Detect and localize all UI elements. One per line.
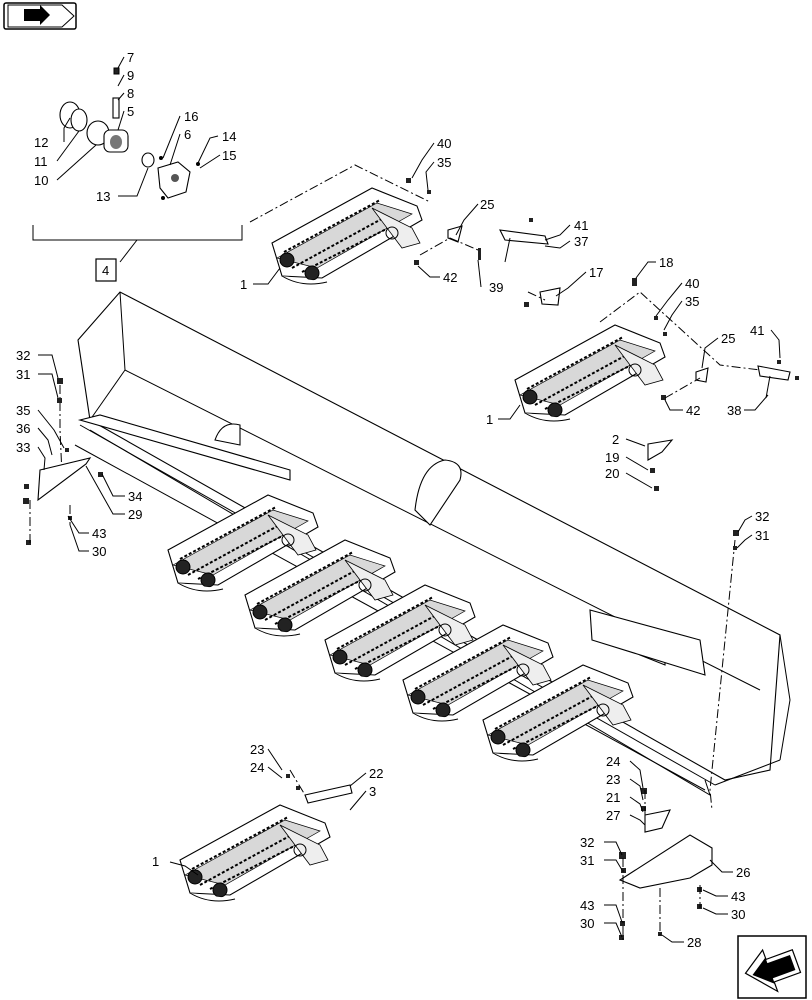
callout-label: 4	[102, 263, 109, 278]
callout-label: 31	[580, 853, 594, 868]
callout-label: 43	[92, 526, 106, 541]
callout-label: 8	[127, 86, 134, 101]
book-arrow-icon[interactable]	[3, 2, 77, 30]
callout-label: 42	[443, 270, 457, 285]
callout-label: 23	[606, 772, 620, 787]
callout-label: 30	[731, 907, 745, 922]
callout-label: 30	[92, 544, 106, 559]
callout-label: 31	[755, 528, 769, 543]
callout-labels: 7 9 8 5 16 6 14 15 12 11 10 13 4 40 35 2…	[16, 50, 769, 950]
callout-label: 40	[685, 276, 699, 291]
callout-label: 43	[580, 898, 594, 913]
callout-label: 7	[127, 50, 134, 65]
bearing-subassembly	[59, 67, 200, 200]
callout-label: 14	[222, 129, 236, 144]
callout-label: 19	[605, 450, 619, 465]
callout-label: 24	[606, 754, 620, 769]
row-unit-bottom	[179, 804, 331, 902]
callout-label: 29	[128, 507, 142, 522]
callout-label: 21	[606, 790, 620, 805]
callout-label: 1	[240, 277, 247, 292]
callout-label: 33	[16, 440, 30, 455]
callout-label: 30	[580, 916, 594, 931]
callout-label: 32	[755, 509, 769, 524]
callout-label: 35	[16, 403, 30, 418]
callout-label: 1	[152, 854, 159, 869]
callout-label: 16	[184, 109, 198, 124]
callout-label: 9	[127, 68, 134, 83]
callout-label: 25	[480, 197, 494, 212]
callout-box-4	[95, 258, 117, 282]
callout-label: 1	[486, 412, 493, 427]
callout-label: 11	[34, 154, 48, 169]
callout-label: 23	[250, 742, 264, 757]
callout-label: 17	[589, 265, 603, 280]
callout-label: 6	[184, 127, 191, 142]
callout-label: 12	[34, 135, 48, 150]
callout-label: 18	[659, 255, 673, 270]
callout-label: 10	[34, 173, 48, 188]
callout-label: 43	[731, 889, 745, 904]
callout-label: 5	[127, 104, 134, 119]
callout-label: 27	[606, 808, 620, 823]
callout-label: 42	[686, 403, 700, 418]
callout-label: 39	[489, 280, 503, 295]
callout-label: 2	[612, 432, 619, 447]
callout-label: 40	[437, 136, 451, 151]
callout-label: 13	[96, 189, 110, 204]
callout-label: 26	[736, 865, 750, 880]
callout-label: 32	[580, 835, 594, 850]
callout-label: 35	[437, 155, 451, 170]
callout-label: 41	[750, 323, 764, 338]
callout-label: 35	[685, 294, 699, 309]
callout-label: 37	[574, 234, 588, 249]
callout-label: 15	[222, 148, 236, 163]
callout-label: 25	[721, 331, 735, 346]
callout-label: 28	[687, 935, 701, 950]
callout-label: 3	[369, 784, 376, 799]
assembly-bracket	[32, 225, 243, 241]
callout-label: 41	[574, 218, 588, 233]
row-unit-right	[514, 324, 666, 422]
arrow-left-icon[interactable]	[737, 935, 807, 1000]
row-unit-top	[271, 187, 423, 285]
callout-label: 24	[250, 760, 264, 775]
callout-label: 36	[16, 421, 30, 436]
callout-label: 32	[16, 348, 30, 363]
callout-label: 20	[605, 466, 619, 481]
callout-label: 34	[128, 489, 142, 504]
brackets	[37, 225, 791, 889]
callout-label: 31	[16, 367, 30, 382]
leader-lines	[37, 56, 781, 943]
callout-label: 38	[727, 403, 741, 418]
callout-label: 22	[369, 766, 383, 781]
